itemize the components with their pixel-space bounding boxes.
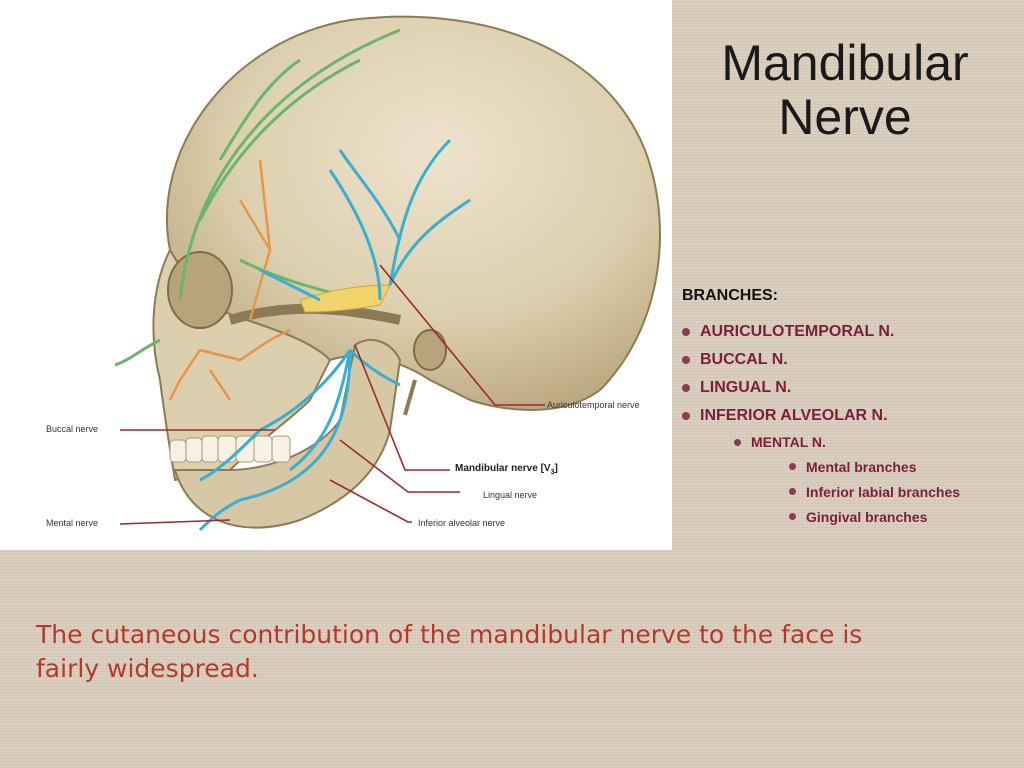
branch-label: MENTAL N.: [751, 434, 826, 450]
skull-drawing: [114, 15, 661, 532]
slide-caption: The cutaneous contribution of the mandib…: [36, 620, 863, 683]
label-inferior-alveolar-nerve: Inferior alveolar nerve: [418, 518, 506, 528]
bullet-icon: [734, 438, 741, 446]
label-buccal-nerve: Buccal nerve: [46, 424, 99, 434]
label-mental-nerve: Mental nerve: [46, 518, 99, 528]
label-mandibular-subscript: 3: [550, 469, 555, 476]
branch-buccal: BUCCAL N.: [682, 346, 1022, 374]
ear-canal: [413, 329, 447, 371]
pointer-lines: [119, 264, 545, 525]
label-mandibular-close: ]: [554, 463, 558, 474]
blue-nerves: [198, 138, 471, 532]
bullet-icon: [789, 513, 796, 520]
slide-title: Mandibular Nerve: [680, 36, 1010, 144]
branch-gingival: Gingival branches: [682, 504, 1022, 529]
bullet-icon: [682, 412, 690, 420]
branch-label: Mental branches: [806, 458, 917, 475]
bullet-icon: [789, 488, 796, 495]
trigeminal-ganglion: [299, 284, 391, 313]
branch-label: Inferior labial branches: [806, 483, 961, 500]
branch-label: INFERIOR ALVEOLAR N.: [700, 407, 888, 424]
branch-inferior-alveolar: INFERIOR ALVEOLAR N.: [682, 402, 1022, 430]
branch-mental: MENTAL N.: [682, 430, 1022, 454]
title-line-2: Nerve: [778, 89, 912, 145]
bullet-icon: [682, 328, 690, 336]
branch-lingual: LINGUAL N.: [682, 374, 1022, 402]
branch-label: Gingival branches: [806, 508, 928, 525]
branch-inferior-labial: Inferior labial branches: [682, 479, 1022, 504]
branch-auriculotemporal: AURICULOTEMPORAL N.: [682, 318, 1022, 346]
branch-label: AURICULOTEMPORAL N.: [700, 323, 895, 340]
label-auriculotemporal-nerve: Auriculotemporal nerve: [547, 400, 640, 410]
branch-label: BUCCAL N.: [700, 351, 788, 368]
branch-mental-branches: Mental branches: [682, 454, 1022, 479]
orange-nerves: [168, 159, 291, 401]
title-line-1: Mandibular: [721, 35, 969, 91]
styloid: [403, 379, 417, 416]
label-mandibular-nerve: Mandibular nerve [V3]: [455, 463, 558, 476]
branches-list: BRANCHES: AURICULOTEMPORAL N. BUCCAL N. …: [682, 287, 1022, 529]
bullet-icon: [789, 463, 796, 470]
skull-illustration: Auriculotemporal nerve Buccal nerve Mand…: [0, 0, 672, 550]
mandible: [173, 339, 402, 529]
label-mandibular-text: Mandibular nerve [V: [455, 463, 551, 474]
branches-heading: BRANCHES:: [682, 287, 778, 304]
branch-label: LINGUAL N.: [700, 379, 792, 396]
label-lingual-nerve: Lingual nerve: [483, 490, 538, 500]
bullet-icon: [682, 356, 690, 364]
bullet-icon: [682, 384, 690, 392]
teeth: [169, 435, 291, 463]
orbit: [167, 251, 233, 329]
